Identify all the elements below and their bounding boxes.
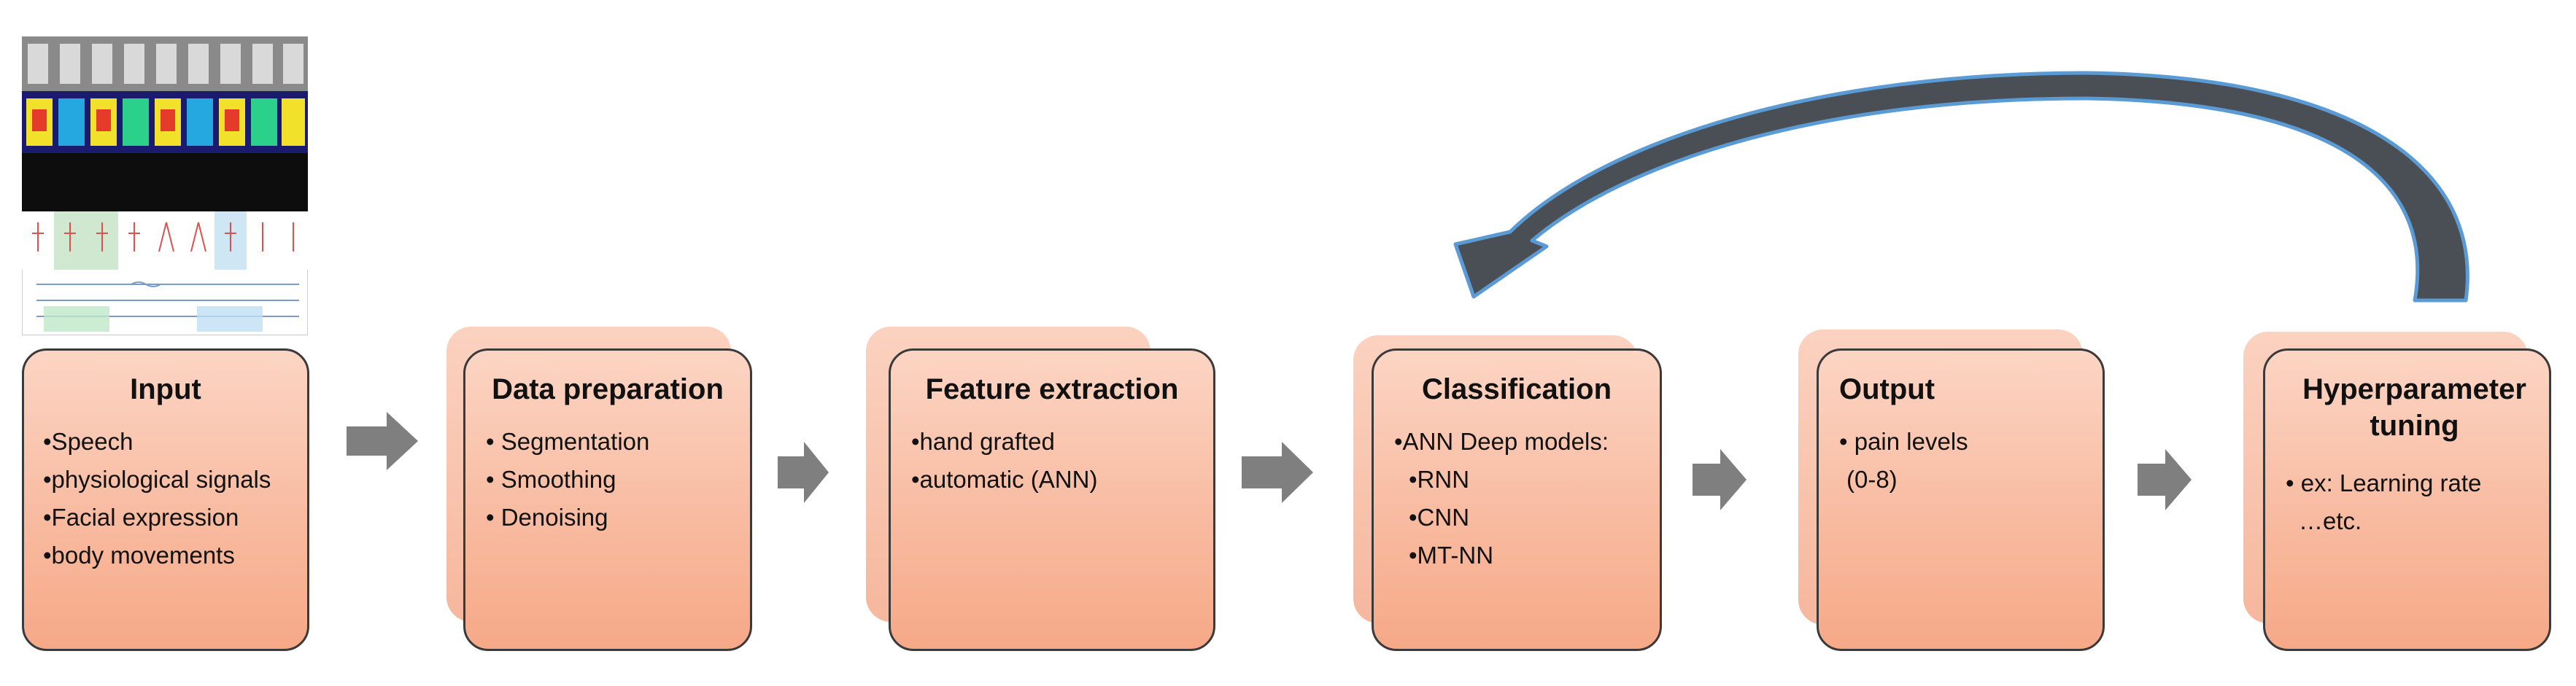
- stage-classification-item: •ANN Deep models:: [1394, 428, 1609, 455]
- stage-hyperparameter-tuning-title: Hyperparameter: [2302, 373, 2526, 405]
- stage-data-preparation-title: Data preparation: [492, 373, 724, 405]
- stage-input-item: •body movements: [43, 542, 235, 569]
- stage-hyperparameter-tuning-card: Hyperparameter tuning • ex: Learning rat…: [2263, 348, 2551, 651]
- stage-output-title: Output: [1839, 373, 1935, 405]
- stage-data-preparation-item: • Segmentation: [486, 428, 650, 455]
- stage-feature-extraction-item: •hand grafted: [911, 428, 1055, 455]
- stage-classification-card: Classification •ANN Deep models: •RNN •C…: [1372, 348, 1662, 651]
- stage-hyperparameter-tuning-item: …etc.: [2299, 507, 2362, 534]
- stage-hyperparameter-tuning-title: tuning: [2370, 410, 2459, 442]
- stage-hyperparameter-tuning-item: • ex: Learning rate: [2286, 469, 2482, 496]
- stage-output-item: (0-8): [1846, 466, 1898, 493]
- stage-classification-item: •MT-NN: [1409, 542, 1494, 569]
- input-signal-thumbnail: [22, 36, 308, 335]
- stage-input-item: •Facial expression: [43, 504, 239, 531]
- stage-output-card: Output • pain levels (0-8): [1817, 348, 2105, 651]
- flow-arrow-icon: [778, 442, 829, 503]
- stage-classification-item: •CNN: [1409, 504, 1470, 531]
- stage-classification-title: Classification: [1421, 373, 1612, 405]
- stage-data-preparation-item: • Denoising: [486, 504, 608, 531]
- stage-data-preparation-item: • Smoothing: [486, 466, 616, 493]
- stage-feature-extraction-item: •automatic (ANN): [911, 466, 1098, 493]
- stage-output-item: • pain levels: [1839, 428, 1968, 455]
- stage-input-item: •Speech: [43, 428, 134, 455]
- flow-arrow-icon: [1242, 442, 1313, 503]
- flow-arrow-icon: [347, 412, 418, 470]
- flow-arrow-icon: [2138, 449, 2192, 510]
- stage-classification-item: •RNN: [1409, 466, 1470, 493]
- stage-feature-extraction-card: Feature extraction •hand grafted •automa…: [889, 348, 1215, 651]
- stage-feature-extraction-title: Feature extraction: [925, 373, 1179, 405]
- stage-input-card: Input •Speech •physiological signals •Fa…: [22, 348, 309, 651]
- stage-input-item: •physiological signals: [43, 466, 271, 493]
- stage-data-preparation-card: Data preparation • Segmentation • Smooth…: [463, 348, 752, 651]
- stage-input-title: Input: [130, 373, 201, 405]
- flow-arrow-icon: [1693, 449, 1747, 510]
